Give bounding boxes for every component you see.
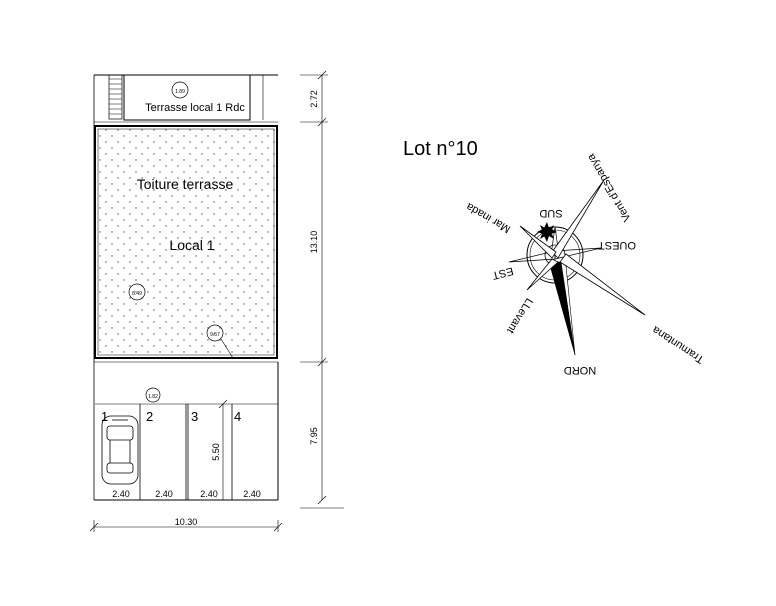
parking-number: 3 [191, 409, 198, 424]
roof-label: Toiture terrasse [137, 176, 234, 192]
parking-number: 2 [146, 409, 153, 424]
level-marker: 1.82 [148, 394, 158, 400]
car-icon [101, 415, 139, 485]
compass-southwest-label: Vent d'Espanya [585, 151, 634, 224]
north-arrow-icon [548, 261, 576, 356]
parking-number: 4 [234, 409, 241, 424]
compass-west-label: OUEST [598, 239, 636, 251]
compass-northwest-label: LLevant [504, 296, 535, 336]
terrace-label: Terrasse local 1 Rdc [145, 102, 245, 114]
level-marker: 1.89 [175, 89, 185, 95]
compass-south-label: SUD [539, 207, 562, 219]
lot-title: Lot n°10 [403, 138, 478, 160]
parking-number: 1 [101, 409, 108, 424]
compass-east-label: EST [491, 264, 515, 281]
compass-north-label: NORD [564, 364, 596, 376]
compass-southeast-label: Mar inada [464, 200, 513, 235]
parking-depth: 5.50 [211, 443, 221, 461]
total-width: 10.30 [175, 517, 198, 527]
parking-width: 2.40 [200, 489, 218, 499]
dimension-label: 2.72 [309, 90, 319, 108]
building-plan [89, 70, 344, 532]
sun-icon [537, 222, 557, 242]
parking-width: 2.40 [112, 489, 130, 499]
local-label: Local 1 [169, 237, 214, 253]
compass-northeast-label: Tramuntana [650, 323, 707, 366]
parking-width: 2.40 [155, 489, 173, 499]
level-marker: 9.57 [210, 332, 220, 338]
parking-width: 2.40 [243, 489, 261, 499]
dimension-label: 13.10 [309, 231, 319, 254]
compass-rose [508, 179, 646, 356]
level-marker: 8.49 [132, 291, 142, 297]
dimension-label: 7.95 [309, 427, 319, 445]
